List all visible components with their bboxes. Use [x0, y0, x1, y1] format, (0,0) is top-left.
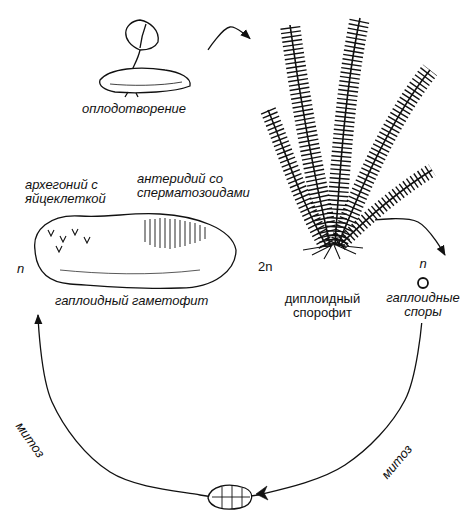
- cycle-arrow: [375, 219, 445, 255]
- life-stage: оплодотворение: [78, 12, 208, 120]
- fern-sporophyte: [340, 170, 432, 245]
- germinating-spore: [256, 486, 268, 500]
- fern-sporophyte: [268, 110, 326, 245]
- fern-sporophyte: [335, 18, 360, 245]
- cycle-arrow: [208, 27, 250, 50]
- process-label: митоз: [13, 420, 47, 461]
- fern-sporophyte: [290, 25, 330, 245]
- life-stage: 2n диплоидный спорофит: [250, 10, 375, 328]
- stage-label: гаплоидный гаметофит: [55, 294, 235, 308]
- stage-label: антеридий со сперматозоидами: [137, 172, 242, 200]
- germinating-spore: [208, 485, 252, 509]
- life-stage: n гаплоидные споры: [378, 255, 471, 323]
- fern-sporophyte: [290, 25, 330, 245]
- fern-sporophyte: [268, 18, 432, 259]
- fern-sporophyte: [303, 245, 363, 259]
- young-sporophyte: [140, 24, 146, 48]
- fern-sporophyte: [268, 110, 326, 245]
- stage-label: n: [17, 262, 31, 276]
- gametophyte-thallus: [48, 229, 90, 252]
- young-sporophyte: [100, 68, 191, 93]
- young-sporophyte: [100, 20, 191, 97]
- spore: [418, 278, 428, 288]
- germinating-spore: [208, 485, 268, 509]
- gametophyte-thallus: [60, 270, 200, 274]
- young-sporophyte: [110, 82, 182, 85]
- young-sporophyte: [126, 20, 159, 50]
- life-stage: архегоний с яйцеклеткой антеридий со спер…: [15, 170, 245, 315]
- gametophyte-thallus: [35, 214, 236, 289]
- cycle-arrow: [38, 315, 422, 498]
- stage-label: n: [378, 257, 468, 271]
- germinating-spore: [212, 485, 250, 509]
- gametophyte-thallus: [145, 218, 205, 249]
- gametophyte-thallus: [35, 214, 236, 289]
- stage-label: 2n: [258, 260, 288, 274]
- stage-label: архегоний с яйцеклеткой: [25, 178, 120, 206]
- young-sporophyte: [125, 92, 138, 97]
- process-label: митоз: [379, 442, 415, 482]
- spore: [418, 278, 428, 288]
- fern-sporophyte: [335, 18, 360, 245]
- stage-label: оплодотворение: [82, 102, 204, 116]
- stage-label: гаплоидные споры: [378, 291, 468, 319]
- stage-label: диплоидный спорофит: [275, 292, 370, 320]
